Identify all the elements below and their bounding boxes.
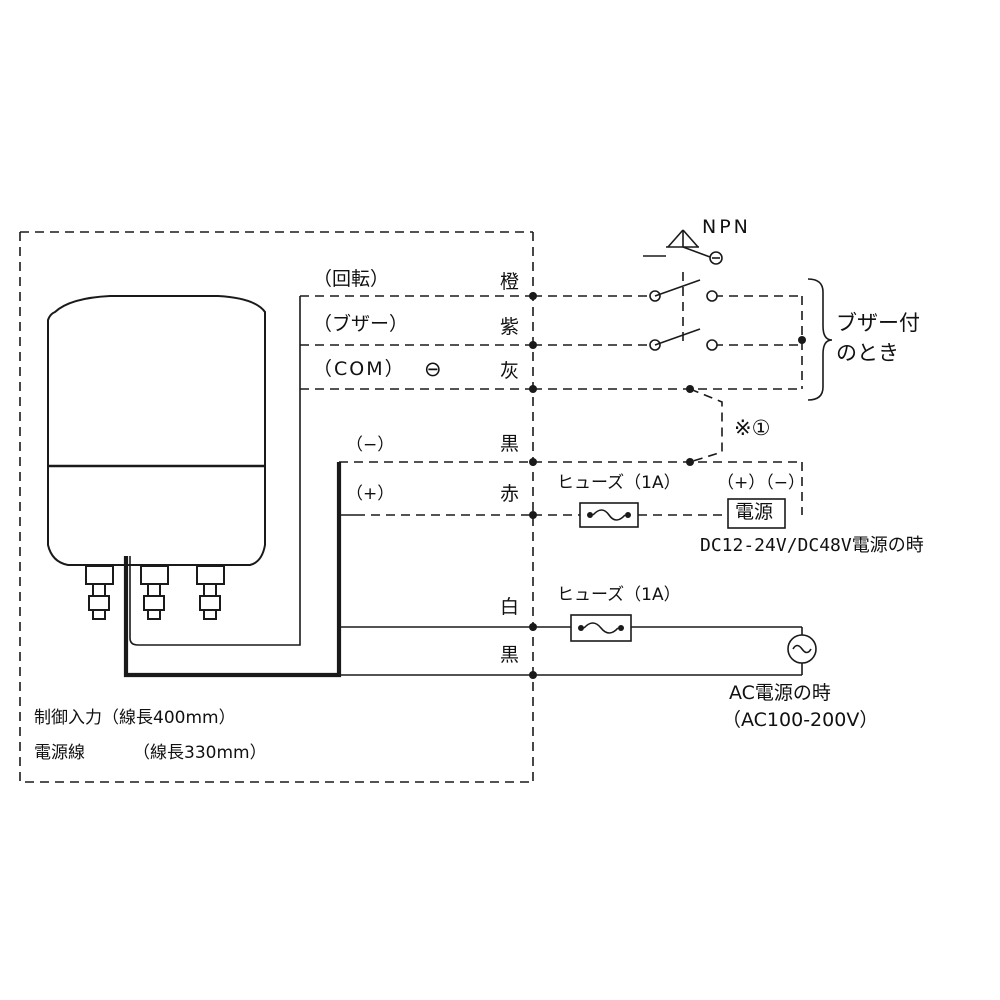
- ac-fuse-icon: [570, 614, 632, 642]
- jumper-dot-top: [686, 385, 694, 393]
- orange-wire-label: 橙: [500, 271, 520, 293]
- terminal-dot-red-dc: [529, 511, 537, 519]
- black-dc-wire-label: 黒: [500, 433, 520, 455]
- dc-power-supply: [727, 498, 786, 529]
- purple-wire-label: 紫: [500, 316, 520, 338]
- terminal-dot-purple: [529, 341, 537, 349]
- rotation-function-label: （回転）: [313, 268, 390, 290]
- connector-left: [85, 565, 114, 620]
- dc-negative-polarity-label: （−）: [346, 435, 395, 455]
- switch-contact-rotation: [649, 279, 718, 302]
- power-cable: [123, 462, 342, 678]
- gray-wire-label: 灰: [500, 360, 520, 382]
- buzzer-dot: [798, 336, 806, 344]
- buzzer-note-line1: ブザー付: [836, 311, 920, 335]
- common-minus-symbol: ⊖: [424, 357, 442, 381]
- control-cable: [129, 296, 301, 646]
- power-line-length: （線長330mm）: [133, 743, 267, 763]
- black-ac-wire-label: 黒: [500, 644, 520, 666]
- ac-caption-line1: AC電源の時: [729, 682, 831, 704]
- dc-supply-polarity: （+）（−）: [717, 473, 805, 493]
- connector-middle: [140, 565, 169, 620]
- npn-label: NPN: [702, 216, 751, 238]
- jumper-link: [689, 388, 723, 463]
- control-input-note: 制御入力（線長400mm）: [34, 708, 236, 728]
- dc-supply-label: 電源: [735, 501, 774, 523]
- buzzer-brace: [807, 278, 833, 401]
- terminal-dot-black-ac: [529, 671, 537, 679]
- signal-tower-lamp: [47, 295, 266, 620]
- npn-transistor-icon: [643, 229, 723, 265]
- switch-contact-buzzer: [649, 328, 718, 351]
- terminal-dot-white-ac: [529, 623, 537, 631]
- terminal-dot-orange: [529, 292, 537, 300]
- common-function-label: （COM）: [313, 358, 406, 380]
- jumper-note: ※①: [734, 416, 771, 440]
- white-ac-wire-label: 白: [500, 596, 520, 618]
- connector-right: [196, 565, 225, 620]
- buzzer-note-line2: のとき: [836, 341, 899, 365]
- terminal-dot-black-dc: [529, 458, 537, 466]
- ac-caption-line2: （AC100-200V）: [722, 709, 879, 731]
- red-dc-wire-label: 赤: [500, 483, 520, 505]
- dc-caption: DC12-24V/DC48V電源の時: [700, 535, 924, 556]
- dc-fuse-label: ヒューズ（1A）: [557, 473, 681, 493]
- ac-source-icon: [787, 634, 817, 664]
- dc-positive-polarity-label: （+）: [346, 484, 395, 504]
- junction-dots: [529, 292, 806, 679]
- dc-fuse-icon: [579, 502, 639, 528]
- power-line-name: 電源線: [34, 743, 85, 763]
- terminal-dot-gray: [529, 385, 537, 393]
- product-outline: [19, 231, 533, 783]
- buzzer-function-label: （ブザー）: [313, 313, 409, 335]
- ac-fuse-label: ヒューズ（1A）: [557, 585, 681, 605]
- jumper-dot-bottom: [686, 458, 694, 466]
